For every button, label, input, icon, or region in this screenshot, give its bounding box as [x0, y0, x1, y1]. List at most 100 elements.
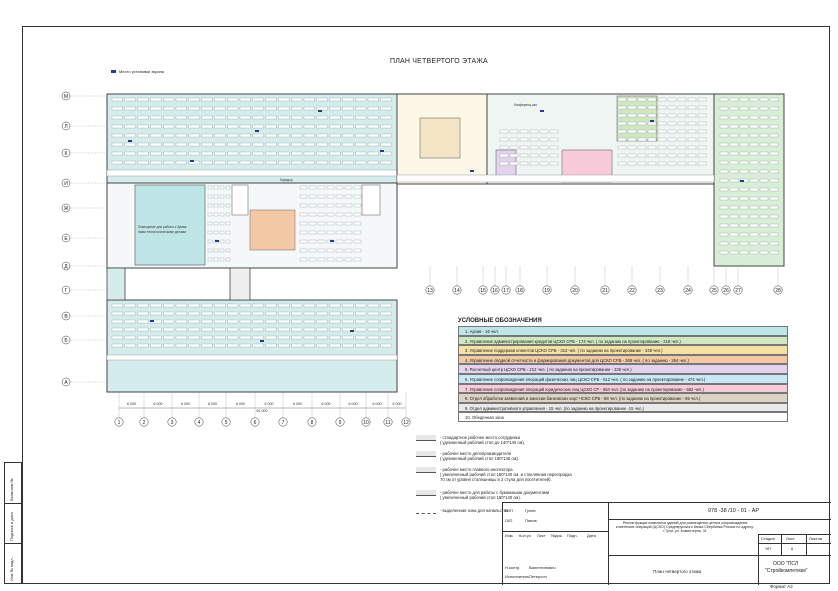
hdr-date: Дата	[587, 533, 596, 538]
author-name: Петерсон	[529, 574, 547, 579]
desk	[637, 105, 647, 110]
desk	[367, 151, 379, 156]
desk	[219, 221, 225, 226]
desk	[509, 161, 519, 166]
desk	[353, 203, 362, 208]
column-axis-label: 22	[629, 288, 635, 294]
desk	[647, 161, 657, 166]
desk	[657, 129, 667, 134]
desk	[759, 142, 769, 147]
desk	[529, 145, 539, 150]
sheet-title: План четвертого этажа	[653, 569, 702, 574]
desk	[637, 113, 647, 118]
legend-symbol-text: - рабочее место делопроизводителя	[440, 451, 512, 456]
desk	[124, 124, 136, 129]
desk	[175, 335, 187, 340]
desk	[344, 230, 353, 235]
screen-marker	[540, 110, 544, 112]
desk	[739, 250, 749, 255]
desk	[367, 142, 379, 147]
desk	[549, 153, 559, 158]
desk	[769, 250, 779, 255]
desk	[124, 133, 136, 138]
column-axis-label: 13	[427, 288, 433, 294]
screen-marker-label: Место установки экрана	[119, 69, 165, 74]
desk	[214, 106, 226, 111]
desk	[719, 133, 729, 138]
desk	[175, 115, 187, 120]
desk	[380, 327, 392, 332]
desk	[687, 97, 697, 102]
room-label-paperwork: Помещение для работы с бумаж	[138, 225, 187, 229]
desk	[355, 115, 367, 120]
desk	[252, 106, 264, 111]
desk	[749, 133, 759, 138]
desk	[647, 113, 657, 118]
desk	[667, 97, 677, 102]
desk	[299, 212, 308, 217]
desk	[342, 343, 354, 348]
desk	[719, 196, 729, 201]
column-axis-label: 26	[723, 288, 729, 294]
desk	[225, 185, 231, 190]
desk	[326, 230, 335, 235]
desk	[316, 106, 328, 111]
desk	[291, 319, 303, 324]
bay-dimension: 6 000	[265, 402, 274, 406]
desk	[265, 160, 277, 165]
desk	[213, 221, 219, 226]
desk	[316, 115, 328, 120]
desk	[627, 97, 637, 102]
column-axis-label: 4	[198, 420, 201, 426]
desk	[355, 124, 367, 129]
desk	[303, 115, 315, 120]
desk	[749, 223, 759, 228]
desk	[759, 97, 769, 102]
desk	[265, 142, 277, 147]
desk	[214, 327, 226, 332]
desk	[299, 248, 308, 253]
desk	[647, 121, 657, 126]
desk	[769, 106, 779, 111]
desk	[687, 137, 697, 142]
desk	[201, 133, 213, 138]
desk	[539, 145, 549, 150]
legend-symbol-text: - стандартное рабочее место сотрудника	[440, 435, 521, 440]
column-axis-label: 17	[503, 288, 509, 294]
desk	[529, 137, 539, 142]
desk	[265, 133, 277, 138]
desk	[335, 221, 344, 226]
desk	[303, 106, 315, 111]
desk	[769, 214, 779, 219]
desk	[739, 196, 749, 201]
column-axis-label: 18	[517, 288, 523, 294]
desk	[739, 241, 749, 246]
desk	[739, 124, 749, 129]
desk	[667, 161, 677, 166]
desk	[265, 319, 277, 324]
desk	[380, 115, 392, 120]
desk	[657, 97, 667, 102]
desk	[214, 151, 226, 156]
col-sheets: Листов	[809, 536, 822, 541]
project-name: Реконструкция комплекса зданий для разме…	[615, 521, 755, 534]
desk	[739, 160, 749, 165]
desk	[380, 319, 392, 324]
desk	[150, 160, 162, 165]
desk	[687, 105, 697, 110]
desk	[137, 303, 149, 308]
desk	[227, 142, 239, 147]
desk	[739, 232, 749, 237]
legend-item: 1. Архив - 16 чел.	[458, 326, 788, 336]
desk	[163, 160, 175, 165]
desk	[729, 142, 739, 147]
desk	[124, 303, 136, 308]
desk	[291, 303, 303, 308]
desk	[150, 311, 162, 316]
desk	[201, 160, 213, 165]
desk	[213, 230, 219, 235]
desk	[163, 97, 175, 102]
desk	[677, 153, 687, 158]
desk	[529, 153, 539, 158]
desk	[207, 194, 213, 199]
